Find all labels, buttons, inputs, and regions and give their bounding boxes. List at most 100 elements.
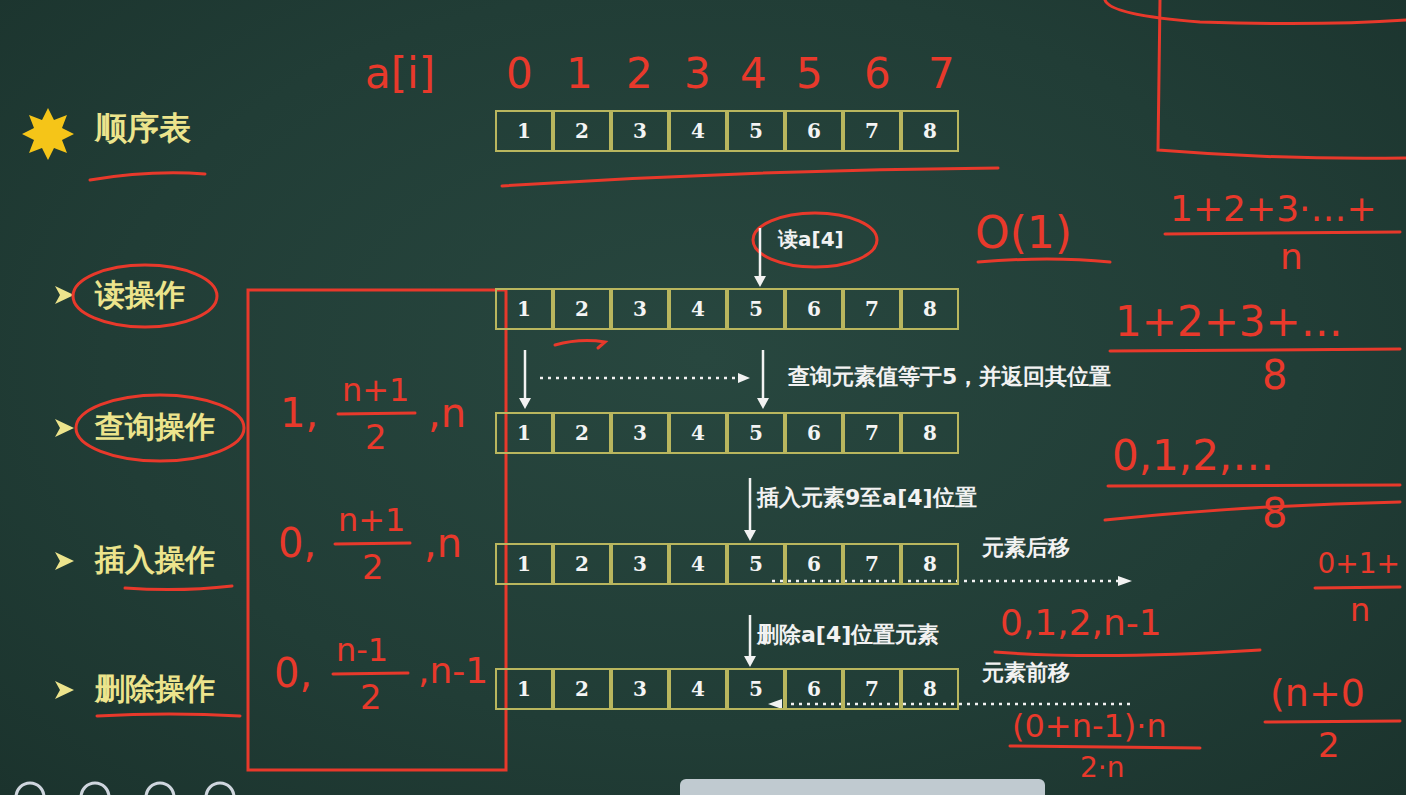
- operation-note: 元素前移: [982, 660, 1070, 685]
- index-label: 4: [740, 50, 767, 98]
- complexity-note: 0,: [274, 650, 312, 696]
- cell-value: 3: [633, 554, 647, 574]
- cell-value: 2: [575, 423, 589, 443]
- array-cell: 4: [669, 110, 727, 152]
- operation-note: 元素后移: [982, 535, 1070, 560]
- array-cell: 6: [785, 412, 843, 454]
- array-cell: 8: [901, 543, 959, 585]
- complexity-note: 8: [1262, 490, 1287, 536]
- cell-value: 5: [749, 299, 763, 319]
- cell-value: 4: [691, 121, 705, 141]
- array-cell: 4: [669, 288, 727, 330]
- complexity-note: 0+1+: [1317, 548, 1400, 580]
- operation-note: 删除a[4]位置元素: [757, 622, 939, 647]
- cell-value: 5: [749, 423, 763, 443]
- cell-value: 1: [517, 423, 531, 443]
- complexity-note: 0,1,2,n-1: [1000, 602, 1162, 643]
- complexity-note: 0,1,2,…: [1112, 432, 1274, 480]
- complexity-note: 8: [1262, 352, 1287, 398]
- index-label: 3: [684, 50, 711, 98]
- complexity-note: 0,: [278, 520, 316, 566]
- index-label: 0: [506, 50, 533, 98]
- array-cell: 4: [669, 412, 727, 454]
- complexity-note: 1+2+3·…+: [1170, 188, 1377, 229]
- complexity-note: ,n-1: [418, 650, 488, 691]
- array-cell: 7: [843, 668, 901, 710]
- array-cell: 2: [553, 543, 611, 585]
- operation-note: 查询元素值等于5，并返回其位置: [788, 364, 1111, 389]
- array-cell: 5: [727, 110, 785, 152]
- array-cell: 6: [785, 110, 843, 152]
- array-cell: 5: [727, 543, 785, 585]
- cell-value: 3: [633, 423, 647, 443]
- cell-value: 3: [633, 679, 647, 699]
- row-label: 查询操作: [95, 410, 215, 445]
- array-cell: 7: [843, 288, 901, 330]
- cell-value: 5: [749, 679, 763, 699]
- array-cell: 1: [495, 668, 553, 710]
- array-cell: 3: [611, 668, 669, 710]
- cell-value: 4: [691, 554, 705, 574]
- complexity-note: 2: [362, 548, 384, 587]
- array-cell: 1: [495, 543, 553, 585]
- cell-value: 7: [865, 423, 879, 443]
- slide-title: 顺序表: [95, 110, 191, 147]
- array-cell: 3: [611, 543, 669, 585]
- index-label: 1: [566, 50, 593, 98]
- cell-value: 2: [575, 121, 589, 141]
- array-cell: 2: [553, 110, 611, 152]
- cell-value: 1: [517, 554, 531, 574]
- complexity-note: 2·n: [1080, 752, 1124, 784]
- cell-value: 5: [749, 554, 763, 574]
- cell-value: 2: [575, 554, 589, 574]
- operation-note: 读a[4]: [778, 228, 844, 251]
- index-label: 7: [928, 50, 955, 98]
- array-cell: 8: [901, 412, 959, 454]
- array-cell: 5: [727, 288, 785, 330]
- array-cell: 1: [495, 412, 553, 454]
- array-cell: 4: [669, 543, 727, 585]
- array-cell: 6: [785, 288, 843, 330]
- array-cell: 1: [495, 288, 553, 330]
- row-label: 读操作: [95, 278, 185, 313]
- array-cell: 2: [553, 412, 611, 454]
- cell-value: 3: [633, 121, 647, 141]
- operation-note: 插入元素9至a[4]位置: [757, 485, 977, 510]
- array-cell: 7: [843, 110, 901, 152]
- array-cell: 8: [901, 288, 959, 330]
- complexity-note: n: [1280, 236, 1303, 277]
- index-label: 2: [626, 50, 653, 98]
- complexity-note: O(1): [975, 208, 1072, 259]
- array-cell: 5: [727, 668, 785, 710]
- cell-value: 1: [517, 121, 531, 141]
- bullet-markers: [55, 286, 74, 699]
- cell-value: 5: [749, 121, 763, 141]
- star-icon: [22, 108, 74, 160]
- cell-value: 8: [923, 299, 937, 319]
- complexity-note: 2: [360, 678, 382, 717]
- index-label: 6: [864, 50, 891, 98]
- cell-value: 2: [575, 299, 589, 319]
- array-cell: 6: [785, 668, 843, 710]
- complexity-note: n-1: [336, 632, 388, 669]
- cell-value: 4: [691, 679, 705, 699]
- array-cell: 4: [669, 668, 727, 710]
- player-toolbar: [16, 779, 1045, 795]
- cell-value: 6: [807, 299, 821, 319]
- array-cell: 2: [553, 288, 611, 330]
- cell-value: 3: [633, 299, 647, 319]
- array-cell: 8: [901, 668, 959, 710]
- cell-value: 6: [807, 554, 821, 574]
- cell-value: 6: [807, 121, 821, 141]
- cell-value: 6: [807, 423, 821, 443]
- complexity-note: ,n: [428, 390, 466, 436]
- complexity-note: 2: [1318, 726, 1340, 765]
- index-label: 5: [796, 50, 823, 98]
- complexity-note: (n+0: [1270, 672, 1365, 716]
- cell-value: 2: [575, 679, 589, 699]
- complexity-note: 2: [365, 418, 387, 457]
- cell-value: 7: [865, 121, 879, 141]
- cell-value: 8: [923, 554, 937, 574]
- array-cell: 2: [553, 668, 611, 710]
- cell-value: 7: [865, 554, 879, 574]
